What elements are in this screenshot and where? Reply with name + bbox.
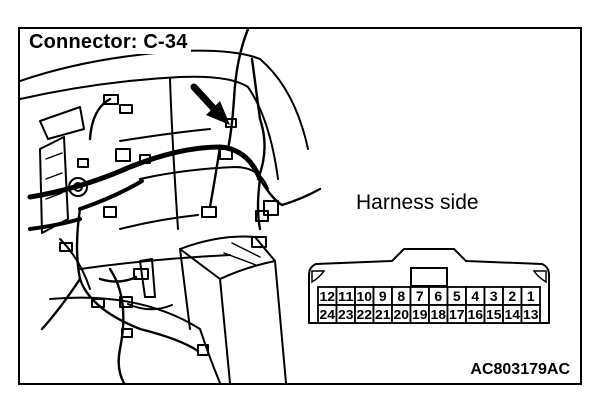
pin-number: 18: [431, 308, 447, 322]
pin-number: 2: [508, 288, 516, 304]
pin-number: 20: [394, 308, 410, 322]
pin-number: 3: [490, 288, 498, 304]
dashboard-wiring-illustration: [20, 29, 322, 383]
diagram-frame: Connector: C-34: [18, 27, 582, 385]
pin-number: 7: [416, 288, 424, 304]
pin-number: 14: [505, 308, 521, 322]
pin-number: 22: [357, 308, 373, 322]
pin-number: 16: [468, 308, 484, 322]
pin-cell: [520, 304, 541, 324]
pin-number: 21: [375, 308, 391, 322]
pin-number: 13: [523, 308, 539, 322]
pin-number: 17: [449, 308, 465, 322]
pin-number: 9: [379, 288, 387, 304]
pin-number: 4: [471, 288, 479, 304]
pointer-arrow-icon: [190, 83, 230, 125]
pin-number: 8: [397, 288, 405, 304]
pin-number: 23: [338, 308, 354, 322]
pin-number: 24: [320, 308, 336, 322]
connector-title: Connector: C-34: [26, 31, 191, 54]
pin-number: 15: [486, 308, 502, 322]
pin-number: 1: [527, 288, 535, 304]
harness-side-label: Harness side: [356, 191, 479, 214]
reference-code: AC803179AC: [470, 361, 570, 378]
pin-number: 19: [412, 308, 428, 322]
pin-number: 12: [320, 290, 336, 304]
pin-number: 11: [338, 290, 354, 304]
pin-number: 6: [434, 288, 442, 304]
pin-number: 5: [453, 288, 461, 304]
pin-number: 10: [357, 290, 373, 304]
